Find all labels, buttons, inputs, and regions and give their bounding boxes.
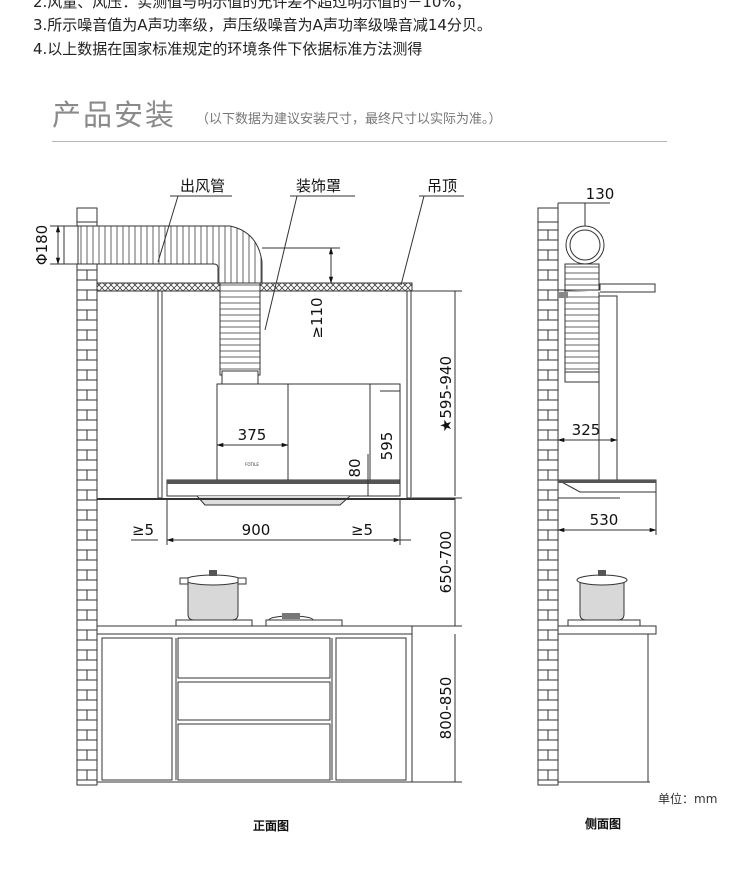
dim-height-595: 595 bbox=[378, 432, 396, 461]
unit-label: 单位：mm bbox=[658, 791, 717, 806]
dim-left-clear: ≥5 bbox=[132, 521, 154, 539]
section-title: 产品安装 bbox=[52, 98, 177, 132]
side-view: 130 325 530 bbox=[537, 185, 657, 786]
dim-cover-width: 375 bbox=[238, 426, 267, 444]
label-cover: 装饰罩 bbox=[296, 177, 341, 195]
dim-counter-height: 800-850 bbox=[437, 677, 455, 740]
brand-logo: FOTILE bbox=[245, 462, 259, 467]
dim-right-clear: ≥5 bbox=[351, 521, 373, 539]
section-subtitle: （以下数据为建议安装尺寸，最终尺寸以实际为准。） bbox=[196, 112, 502, 127]
dim-chimney-depth: 325 bbox=[572, 421, 601, 439]
dim-hood-depth: 530 bbox=[590, 511, 619, 529]
front-view: Φ180 ≥110 375 FOTILE 80 595 ★595-940 650… bbox=[33, 177, 464, 786]
counter-top bbox=[96, 625, 413, 635]
label-duct: 出风管 bbox=[180, 177, 225, 195]
dim-depth-80: 80 bbox=[346, 458, 364, 477]
label-ceiling: 吊顶 bbox=[427, 177, 457, 195]
duct-pipe bbox=[63, 225, 263, 284]
dim-min-gap: ≥110 bbox=[308, 297, 326, 338]
front-wall bbox=[76, 207, 98, 786]
burner-icon bbox=[265, 613, 343, 627]
dim-hood-width: 900 bbox=[242, 521, 271, 539]
note-standard: 4.以上数据在国家标准规定的环境条件下依据标准方法测得 bbox=[33, 40, 423, 58]
side-wall bbox=[537, 207, 559, 786]
dim-hob-gap: 650-700 bbox=[437, 531, 455, 594]
dim-duct-diameter: Φ180 bbox=[33, 225, 51, 265]
section-divider bbox=[52, 141, 667, 142]
dim-duct-offset: 130 bbox=[586, 185, 615, 203]
note-noise: 3.所示噪音值为A声功率级，声压级噪音为A声功率级噪音减14分贝。 bbox=[33, 16, 492, 34]
caption-front-view: 正面图 bbox=[253, 819, 289, 833]
pot-icon bbox=[175, 570, 253, 627]
side-pot-icon bbox=[567, 570, 641, 627]
dim-height-range: ★595-940 bbox=[437, 356, 455, 432]
caption-side-view: 侧面图 bbox=[585, 816, 621, 831]
note-wind-pressure: 2.风量、风压：实测值与明示值的允许差不超过明示值的－10%； bbox=[33, 0, 471, 11]
